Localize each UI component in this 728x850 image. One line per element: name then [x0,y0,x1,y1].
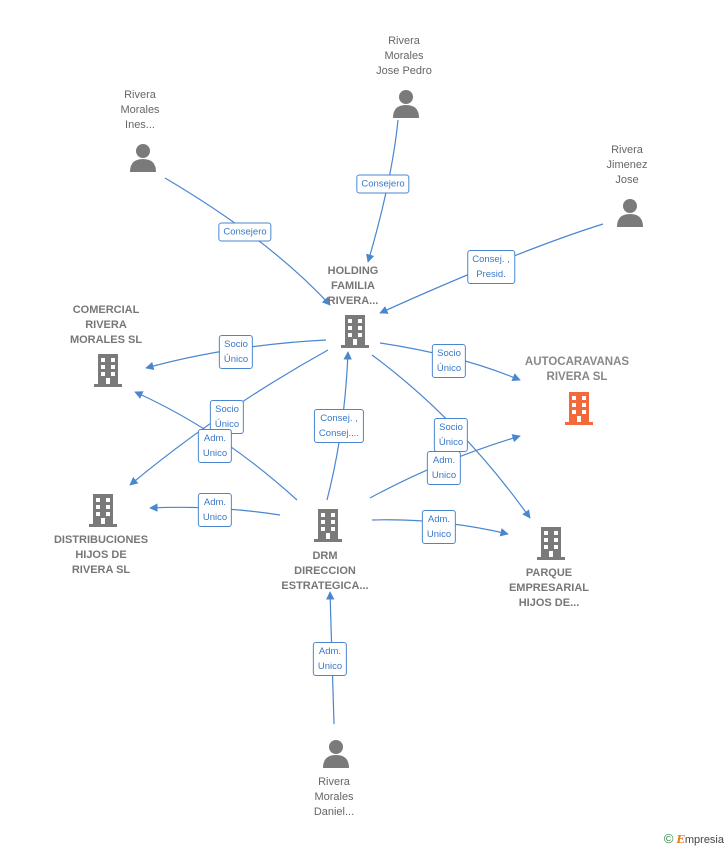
building-icon[interactable] [340,313,370,349]
building-icon[interactable] [536,525,566,561]
brand-initial: E [676,833,685,846]
edge-label: Socio Único [209,400,245,434]
edge-label: Adm. Unico [197,429,233,463]
building-icon[interactable] [93,352,123,388]
edge-label: Socio Único [431,344,467,378]
edge-label: Consej. , Presid. [467,250,515,284]
company-name-distribuciones[interactable]: DISTRIBUCIONES HIJOS DE RIVERA SL [53,534,149,576]
edge-label: Socio Único [218,335,254,369]
company-name-holding[interactable]: HOLDING FAMILIA RIVERA... [327,265,379,307]
edge-label: Consejero [356,174,410,194]
company-name-comercial[interactable]: COMERCIAL RIVERA MORALES SL [69,304,143,346]
person-name-jose-pedro[interactable]: Rivera Morales Jose Pedro [376,35,432,77]
building-icon-focus[interactable] [564,390,594,426]
building-icon[interactable] [88,492,118,528]
person-icon[interactable] [392,88,420,118]
edge-label: Socio Único [433,418,469,452]
edge-label: Adm. Unico [421,510,457,544]
person-icon[interactable] [616,197,644,227]
brand-watermark: © Empresia [664,831,724,846]
edge-label: Adm. Unico [426,451,462,485]
person-name-ines[interactable]: Rivera Morales Ines... [120,89,160,131]
company-name-autocaravanas[interactable]: AUTOCARAVANAS RIVERA SL [524,356,630,383]
building-icon[interactable] [313,507,343,543]
edge-label: Adm. Unico [197,493,233,527]
person-name-jimenez[interactable]: Rivera Jimenez Jose [606,144,648,186]
company-name-drm[interactable]: DRM DIRECCION ESTRATEGICA... [281,550,369,592]
copyright-icon: © [663,831,674,846]
brand-name: mpresia [684,834,724,846]
edge-label: Adm. Unico [312,642,348,676]
person-name-daniel[interactable]: Rivera Morales Daniel... [313,776,355,818]
person-icon[interactable] [322,738,350,768]
edge-label: Consej. , Consej.... [313,409,365,443]
company-name-parque[interactable]: PARQUE EMPRESARIAL HIJOS DE... [508,567,590,609]
person-icon[interactable] [129,142,157,172]
edge-label: Consejero [218,222,272,242]
